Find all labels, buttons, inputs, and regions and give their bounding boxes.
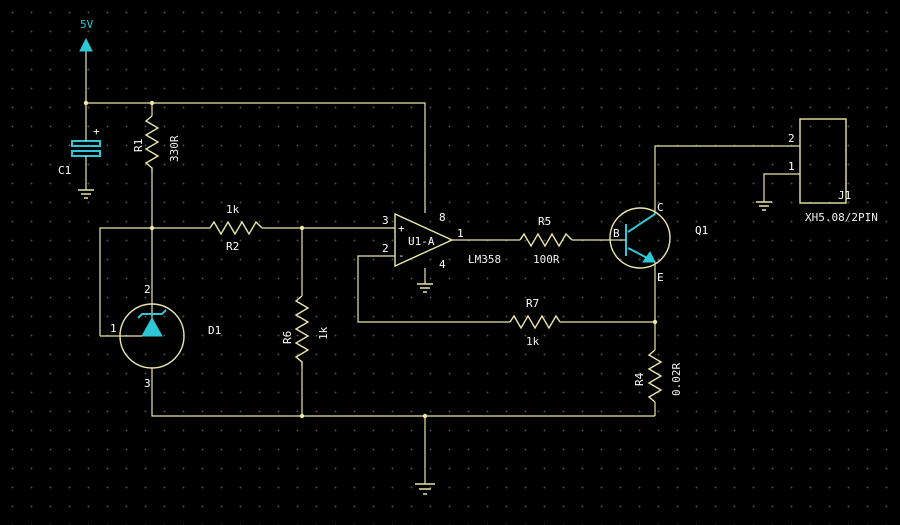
- diode-bar-icon: [137, 309, 167, 319]
- ground-j1-icon: [756, 201, 772, 211]
- resistor-value: 0.02R: [670, 363, 683, 396]
- diode-pin-label: 3: [144, 377, 151, 390]
- diode-pin-label: 2: [144, 283, 151, 296]
- capacitor-c1[interactable]: + C1: [58, 125, 101, 177]
- junction-dot: [83, 100, 89, 106]
- transistor-arrow-icon: [642, 251, 656, 263]
- resistor-zigzag: [209, 220, 263, 236]
- resistor-ref: R5: [538, 215, 551, 228]
- resistor-zigzag: [294, 295, 310, 366]
- junction-dot: [422, 413, 428, 419]
- junction-dot: [652, 319, 658, 325]
- opamp-minus-sign: -: [398, 249, 405, 262]
- capacitor-plate-bottom: [71, 150, 101, 157]
- junction-dot: [149, 100, 155, 106]
- connector-part-label: XH5.08/2PIN: [805, 211, 878, 224]
- power-net-label: 5V: [80, 18, 94, 31]
- capacitor-plate-top: [71, 140, 101, 147]
- junctions: [83, 100, 658, 419]
- junction-dot: [149, 225, 155, 231]
- transistor-pin-b: B: [613, 227, 620, 240]
- power-flag-5v[interactable]: 5V: [79, 18, 94, 52]
- resistor-zigzag: [519, 232, 573, 248]
- opamp-pin-plus: 3: [382, 214, 389, 227]
- connector-pin-label: 1: [788, 160, 795, 173]
- connector-ref: J1: [838, 189, 851, 202]
- resistor-r1[interactable]: R1 330R: [132, 115, 181, 172]
- ground-c1-icon: [78, 189, 94, 199]
- transistor-collector-icon: [627, 213, 656, 233]
- opamp-pin-vcc: 8: [439, 211, 446, 224]
- resistor-ref: R1: [132, 139, 145, 152]
- ground-opamp-icon: [417, 283, 433, 293]
- ground-main-icon: [415, 483, 435, 495]
- opamp-ref: U1-A: [408, 235, 435, 248]
- resistor-value: 1k: [317, 326, 330, 340]
- opamp-u1a[interactable]: + - U1-A 3 2 8 4 1 LM358: [382, 211, 501, 271]
- resistor-ref: R6: [281, 331, 294, 344]
- resistor-value: 330R: [168, 135, 181, 162]
- wire-ground-bus: [151, 382, 655, 417]
- wire-j1-gnd: [763, 173, 800, 202]
- wires: [85, 50, 800, 484]
- resistor-zigzag: [144, 115, 160, 172]
- resistor-r4[interactable]: R4 0.02R: [633, 349, 683, 403]
- capacitor-polarity: +: [93, 125, 100, 138]
- wire-collector-j1: [654, 145, 800, 214]
- shunt-regulator-d1[interactable]: 2 1 3 D1: [110, 283, 221, 390]
- resistor-r5[interactable]: R5 100R: [519, 215, 573, 266]
- opamp-plus-sign: +: [398, 222, 405, 235]
- resistor-ref: R2: [226, 240, 239, 253]
- capacitor-ref: C1: [58, 164, 71, 177]
- resistor-ref: R4: [633, 372, 646, 386]
- resistor-value: 1k: [526, 335, 540, 348]
- connector-pin-label: 2: [788, 132, 795, 145]
- junction-dot: [299, 413, 305, 419]
- transistor-pin-c: C: [657, 201, 664, 214]
- diode-triangle-icon: [141, 316, 163, 337]
- diode-ref: D1: [208, 324, 221, 337]
- opamp-pin-gnd: 4: [439, 258, 446, 271]
- diode-pin-label: 1: [110, 322, 117, 335]
- resistor-r7[interactable]: R7 1k: [509, 297, 561, 348]
- junction-dot: [299, 225, 305, 231]
- resistor-value: 1k: [226, 203, 240, 216]
- power-arrow-icon: [79, 37, 93, 52]
- resistor-r6[interactable]: R6 1k: [281, 295, 330, 366]
- wire-5v-rail: [85, 50, 426, 213]
- opamp-triangle-icon: [394, 212, 454, 268]
- transistor-ref: Q1: [695, 224, 708, 237]
- connector-j1[interactable]: 2 1 J1 XH5.08/2PIN: [788, 118, 878, 224]
- resistor-zigzag: [647, 349, 663, 403]
- wire-d1-ref: [99, 227, 210, 336]
- transistor-pin-e: E: [657, 271, 664, 284]
- wire-feedback-left: [357, 255, 510, 323]
- resistor-r2[interactable]: 1k R2: [209, 203, 263, 253]
- transistor-q1[interactable]: B C E Q1: [609, 201, 708, 284]
- opamp-pin-minus: 2: [382, 242, 389, 255]
- resistor-ref: R7: [526, 297, 539, 310]
- connector-body: [799, 118, 847, 204]
- opamp-part-label: LM358: [468, 253, 501, 266]
- resistor-zigzag: [509, 314, 561, 330]
- resistor-value: 100R: [533, 253, 560, 266]
- opamp-pin-out: 1: [457, 227, 464, 240]
- transistor-body-circle: [609, 207, 671, 269]
